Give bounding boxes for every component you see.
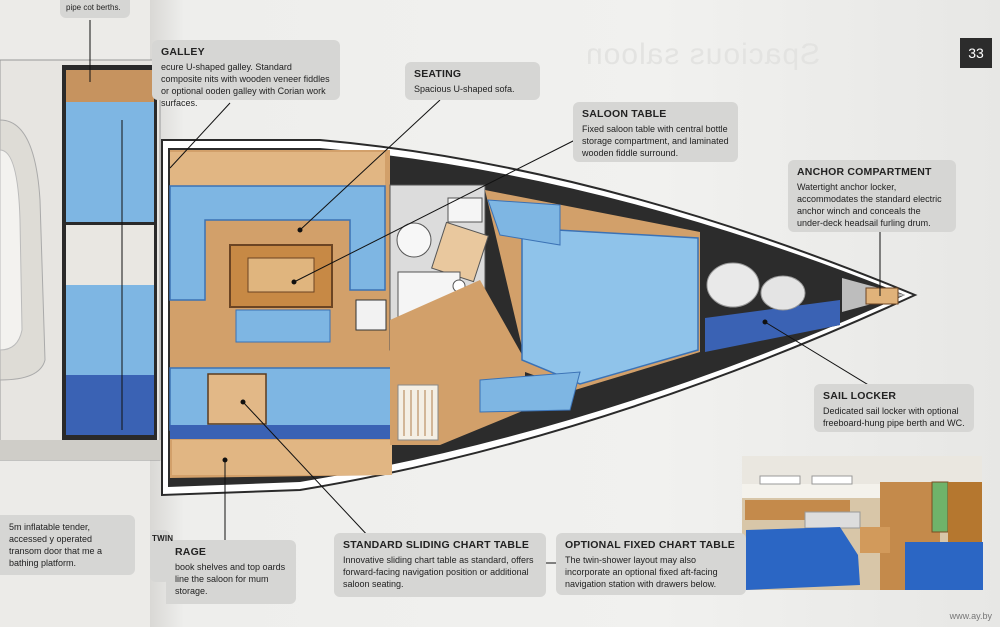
page-number: 33 bbox=[960, 38, 992, 68]
anchor-title: ANCHOR COMPARTMENT bbox=[797, 166, 932, 178]
callout-saloon-table: SALOON TABLE Fixed saloon table with cen… bbox=[573, 102, 738, 162]
saloon-table-text: Fixed saloon table with central bottle s… bbox=[582, 124, 729, 158]
interior-photo bbox=[742, 456, 983, 590]
callout-twin: TWIN bbox=[150, 530, 174, 582]
callout-seating: SEATING Spacious U-shaped sofa. bbox=[405, 62, 540, 100]
tender-text: 5m inflatable tender, accessed y operate… bbox=[9, 522, 103, 568]
aft-section bbox=[0, 20, 170, 461]
callout-storage: RAGE book shelves and top oards line the… bbox=[166, 540, 296, 604]
storage-text: book shelves and top oards line the salo… bbox=[175, 562, 286, 596]
anchor-text: Watertight anchor locker, accommodates t… bbox=[797, 182, 942, 228]
callout-fixed-chart: OPTIONAL FIXED CHART TABLE The twin-show… bbox=[556, 533, 746, 595]
storage-title: RAGE bbox=[175, 546, 207, 558]
galley-text: ecure U-shaped galley. Standard composit… bbox=[161, 62, 330, 108]
fixed-chart-text: The twin-shower layout may also incorpor… bbox=[565, 555, 718, 589]
watermark: www.ay.by bbox=[949, 611, 992, 621]
galley-title: GALLEY bbox=[161, 46, 205, 58]
hull bbox=[161, 139, 918, 497]
seating-title: SEATING bbox=[414, 68, 462, 80]
top-fragment-text: pipe cot berths. bbox=[66, 3, 121, 12]
sail-locker-text: Dedicated sail locker with optional free… bbox=[823, 406, 965, 428]
callout-anchor: ANCHOR COMPARTMENT Watertight anchor loc… bbox=[788, 160, 956, 232]
sliding-chart-title: STANDARD SLIDING CHART TABLE bbox=[343, 539, 530, 551]
sail-locker-title: SAIL LOCKER bbox=[823, 390, 897, 402]
twin-title: TWIN bbox=[152, 534, 174, 543]
seating-text: Spacious U-shaped sofa. bbox=[414, 84, 515, 94]
leader-lines bbox=[169, 99, 881, 564]
callout-tender: 5m inflatable tender, accessed y operate… bbox=[0, 515, 135, 575]
sliding-chart-text: Innovative sliding chart table as standa… bbox=[343, 555, 534, 589]
callout-top-fragment: pipe cot berths. bbox=[60, 0, 130, 18]
callout-sail-locker: SAIL LOCKER Dedicated sail locker with o… bbox=[814, 384, 974, 432]
saloon-table-title: SALOON TABLE bbox=[582, 108, 667, 120]
callout-sliding-chart: STANDARD SLIDING CHART TABLE Innovative … bbox=[334, 533, 546, 597]
callout-galley: GALLEY ecure U-shaped galley. Standard c… bbox=[152, 40, 340, 108]
fixed-chart-title: OPTIONAL FIXED CHART TABLE bbox=[565, 539, 735, 551]
